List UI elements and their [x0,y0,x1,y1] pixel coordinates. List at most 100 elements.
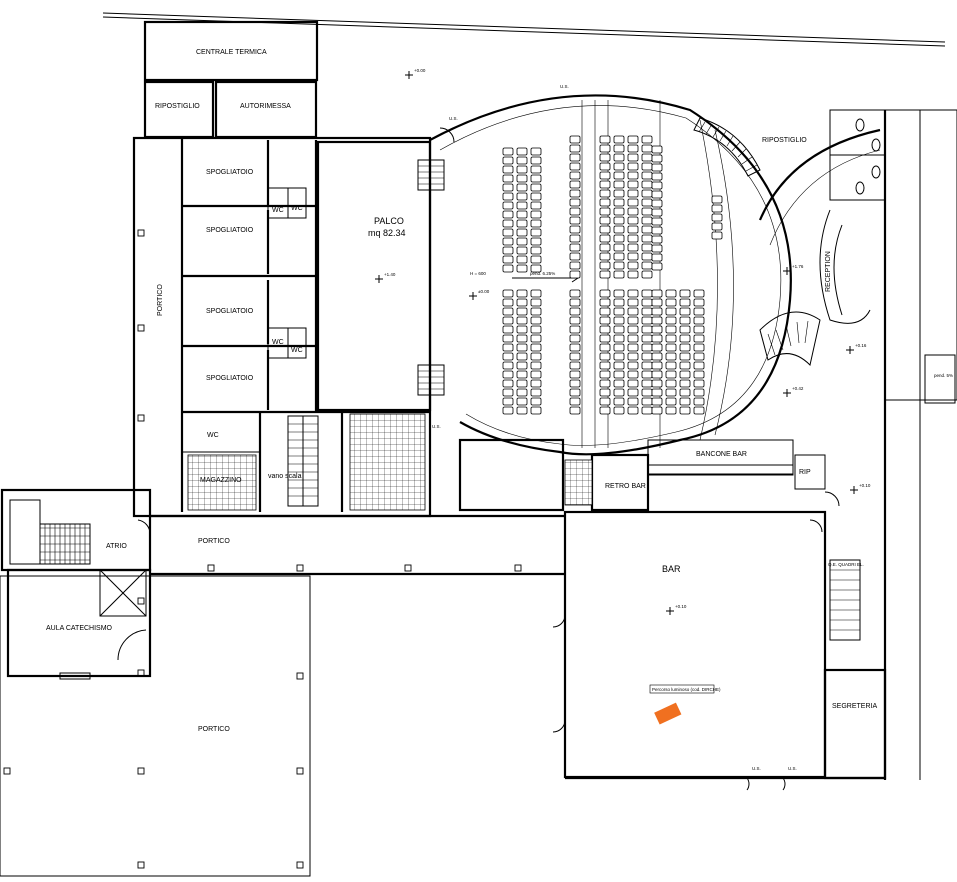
centrale-termica-label: CENTRALE TERMICA [196,49,267,56]
seat [516,192,528,201]
seat [599,189,611,198]
seat [641,207,653,216]
seat [651,235,663,244]
seat [641,180,653,189]
palco-area: mq 82.34 [368,228,406,238]
seat [599,144,611,153]
seat [530,156,542,165]
seat [516,165,528,174]
seat [641,406,653,415]
seat [502,237,514,246]
seat [651,199,663,208]
us-label-2: U.S. [560,84,569,89]
seat [569,171,581,180]
seat [613,334,625,343]
seat [641,361,653,370]
seat [530,388,542,397]
seat [516,174,528,183]
reception-area [758,109,957,780]
level-markers [375,71,858,615]
seat [693,334,705,343]
ripostiglio-right-label: RIPOSTIGLIO [762,137,807,144]
seat [502,352,514,361]
vano-scala-label: vano scala [268,473,302,480]
quadri-label: Q.E. QUADRI EL. [828,562,864,567]
seat [665,352,677,361]
seat [641,343,653,352]
west-wing [132,136,432,518]
seat [641,334,653,343]
seat [641,370,653,379]
seat [530,174,542,183]
seat [516,343,528,352]
seat [693,361,705,370]
seat [516,307,528,316]
seat [627,334,639,343]
seat [599,343,611,352]
seat [569,225,581,234]
seat [516,246,528,255]
seat [502,343,514,352]
seat [641,198,653,207]
seat [516,237,528,246]
seat [502,264,514,273]
seat [516,201,528,210]
seat [530,246,542,255]
seat [613,298,625,307]
seat [516,352,528,361]
seat [502,246,514,255]
seat [641,135,653,144]
stair-right-top [693,117,761,177]
level-reception: +1.76 [792,264,804,269]
seat [516,147,528,156]
seat [613,144,625,153]
seat [651,262,663,271]
seat [711,195,723,204]
seat [599,243,611,252]
seat [613,225,625,234]
seat [693,307,705,316]
seat [613,406,625,415]
seat [693,289,705,298]
seat [627,289,639,298]
seat [530,343,542,352]
seat [665,388,677,397]
seat [502,298,514,307]
seat [651,190,663,199]
seat [665,334,677,343]
seat [530,210,542,219]
portico-label-2: PORTICO [198,726,230,733]
seat [693,298,705,307]
seat [530,219,542,228]
seat [651,361,663,370]
seat [651,307,663,316]
seat [627,171,639,180]
seat [665,370,677,379]
seat [679,352,691,361]
seat [530,289,542,298]
wc-label-2: WC [291,205,303,212]
seat [627,207,639,216]
seat [627,225,639,234]
seat [641,252,653,261]
seat [502,255,514,264]
seat [502,165,514,174]
seat [516,361,528,370]
spogliatoio-label-4: SPOGLIATOIO [206,375,254,382]
seat [516,325,528,334]
seat [693,388,705,397]
seat [599,216,611,225]
atrio-block [0,488,152,572]
seating [502,135,723,415]
seat [641,352,653,361]
seat [502,228,514,237]
seat [502,307,514,316]
seat [502,361,514,370]
seat [613,325,625,334]
seat [627,180,639,189]
seat [665,379,677,388]
palco [316,140,445,412]
seat [613,162,625,171]
h600-note: H = 600 [470,271,486,276]
seat [651,370,663,379]
